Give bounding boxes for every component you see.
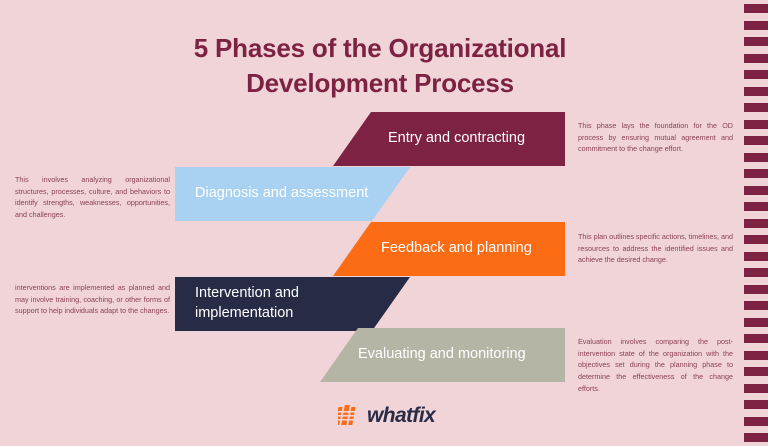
decorative-dash — [744, 202, 768, 212]
decorative-dash — [744, 86, 768, 96]
decorative-dash — [744, 317, 768, 327]
phase-band-feedback-and-planning: Feedback and planning — [333, 222, 565, 276]
decorative-dash — [744, 416, 768, 426]
phase-description-feedback-and-planning: This plan outlines specific actions, tim… — [578, 232, 734, 265]
decorative-dash — [744, 350, 768, 360]
decorative-dash — [744, 70, 768, 80]
decorative-dash — [744, 284, 768, 294]
decorative-dash — [744, 53, 768, 63]
decorative-dash — [744, 103, 768, 113]
phase-description-entry-and-contracting: This phase lays the foundation for the O… — [578, 121, 733, 154]
decorative-dash — [744, 152, 768, 162]
decorative-dash-strip — [736, 0, 768, 446]
decorative-dash — [744, 301, 768, 311]
decorative-dash — [744, 334, 768, 344]
decorative-dash — [744, 37, 768, 47]
phase-label: Evaluating and monitoring — [358, 346, 526, 363]
whatfix-logo: whatfix — [338, 404, 436, 428]
decorative-dash — [744, 136, 768, 146]
phase-label: Intervention and implementation — [195, 285, 299, 321]
phase-description-intervention-and-implementation: interventions are implemented as planned… — [15, 283, 170, 316]
decorative-dash — [744, 268, 768, 278]
phase-description-evaluating-and-monitoring: Evaluation involves comparing the post-i… — [578, 337, 733, 393]
whatfix-logo-mark-icon — [338, 405, 364, 425]
decorative-dash — [744, 367, 768, 377]
phase-label: Diagnosis and assessment — [195, 185, 369, 202]
decorative-dash — [744, 400, 768, 410]
decorative-dash — [744, 20, 768, 30]
decorative-dash — [744, 235, 768, 245]
decorative-dash — [744, 251, 768, 261]
decorative-dash — [744, 169, 768, 179]
decorative-dash — [744, 185, 768, 195]
whatfix-logo-text: whatfix — [367, 404, 436, 427]
phase-band-diagnosis-and-assessment: Diagnosis and assessment — [175, 167, 410, 221]
decorative-dash — [744, 218, 768, 228]
phase-label: Feedback and planning — [381, 240, 532, 257]
decorative-dash — [744, 119, 768, 129]
phase-description-diagnosis-and-assessment: This involves analyzing organizational s… — [15, 175, 170, 219]
decorative-dash — [744, 4, 768, 13]
phase-band-entry-and-contracting: Entry and contracting — [333, 112, 565, 166]
phase-band-intervention-and-implementation: Intervention and implementation — [175, 277, 410, 331]
phase-band-evaluating-and-monitoring: Evaluating and monitoring — [320, 328, 565, 382]
decorative-dash — [744, 383, 768, 393]
decorative-dash — [744, 433, 768, 443]
phase-label: Entry and contracting — [388, 130, 526, 147]
